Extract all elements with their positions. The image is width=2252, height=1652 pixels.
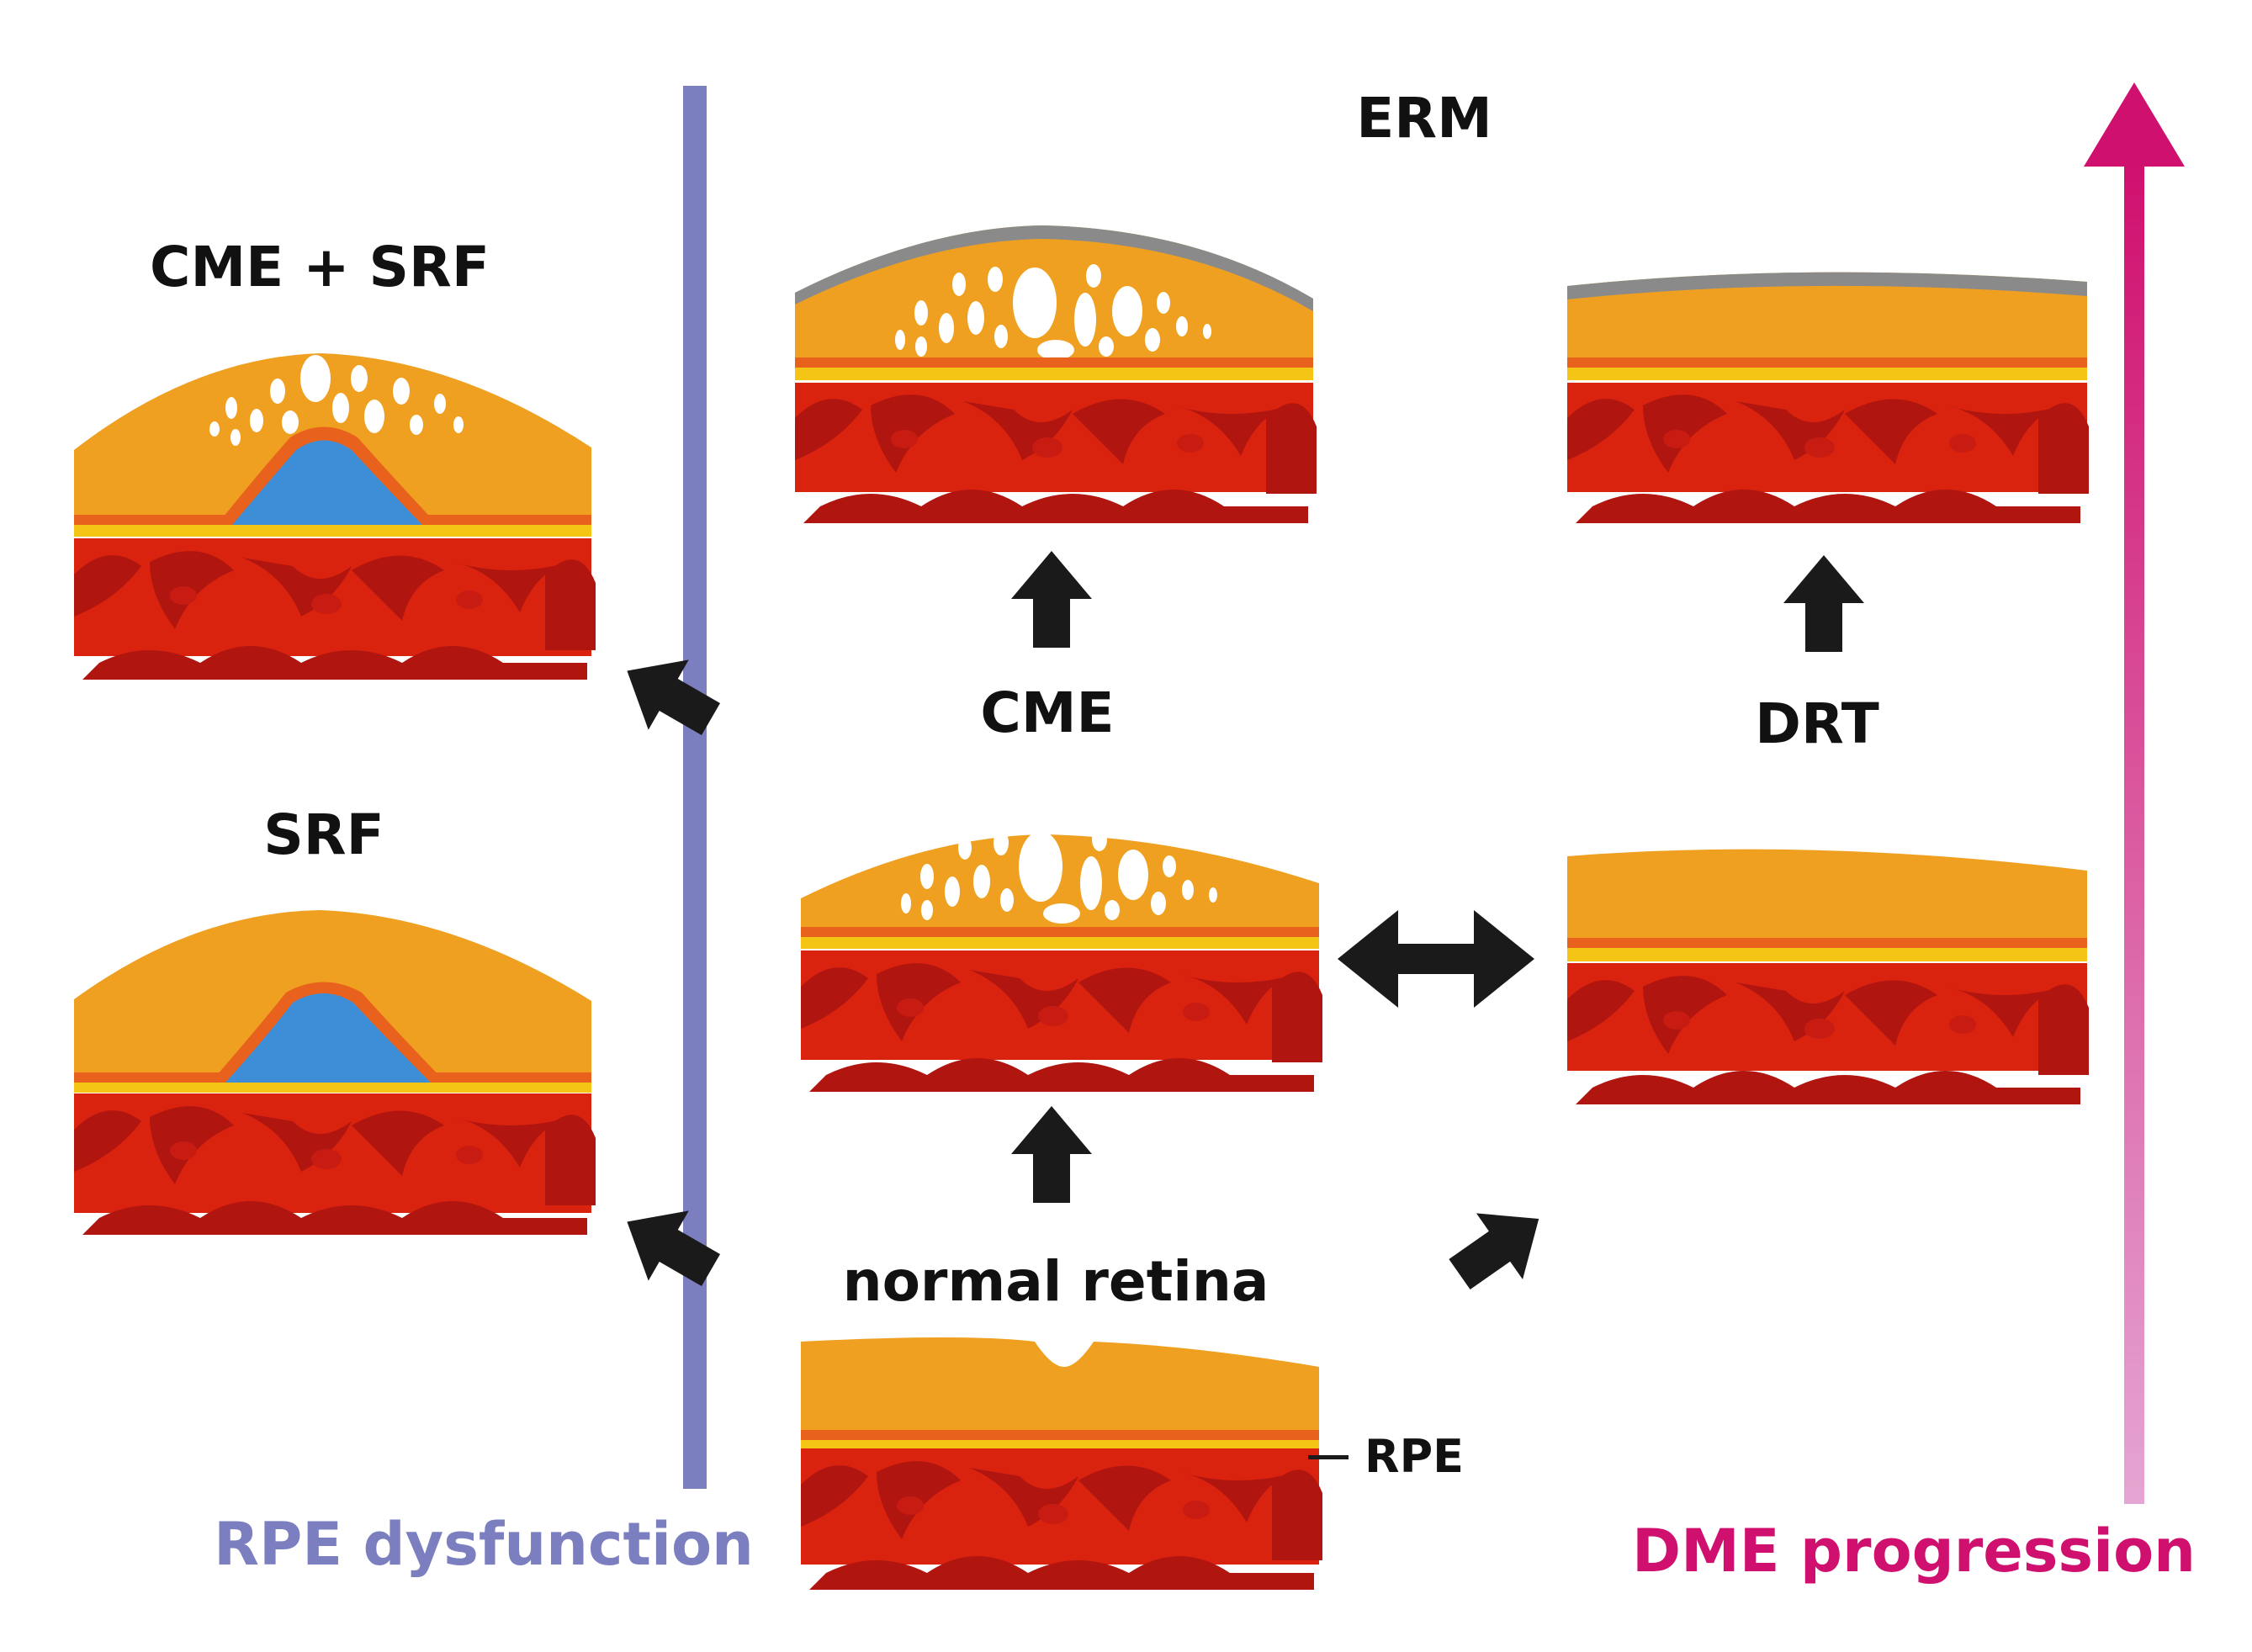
- dme-progression-axis: [2084, 82, 2185, 1504]
- arrow-normal-to-drt: [1436, 1185, 1562, 1308]
- label-cme: CME: [980, 680, 1114, 745]
- arrow-normal-to-srf: [607, 1186, 731, 1305]
- srf-panel: [74, 910, 596, 1235]
- arrow-normal-to-cme: [1011, 1106, 1092, 1203]
- cme-panel: [801, 828, 1322, 1092]
- drt-erm-panel: [1567, 272, 2089, 523]
- block-arrow-icon: [1783, 555, 1864, 652]
- label-dme-progression: DME progression: [1632, 1517, 2196, 1586]
- block-arrow-icon: [1011, 1106, 1092, 1203]
- block-arrow-icon: [607, 635, 731, 755]
- label-cme-srf: CME + SRF: [150, 235, 490, 299]
- drt-panel: [1567, 849, 2089, 1104]
- label-normal-retina: normal retina: [843, 1249, 1269, 1314]
- double-arrow-cme-drt: [1338, 910, 1534, 1008]
- label-rpe-dysfunction: RPE dysfunction: [214, 1510, 754, 1579]
- label-drt: DRT: [1755, 691, 1879, 756]
- up-arrowhead-icon: [2084, 82, 2185, 167]
- block-arrow-icon: [1436, 1185, 1562, 1308]
- block-arrow-icon: [1011, 551, 1092, 648]
- label-rpe: RPE: [1364, 1430, 1464, 1483]
- arrow-cme-to-erm: [1011, 551, 1092, 648]
- label-erm: ERM: [1356, 86, 1492, 151]
- cme-srf-panel: [74, 353, 596, 680]
- label-srf: SRF: [263, 802, 384, 867]
- arrow-cme-to-cme-srf: [607, 635, 731, 755]
- double-arrow-icon: [1338, 910, 1534, 1008]
- erm-panel: [795, 225, 1317, 523]
- arrow-drt-to-drt-erm: [1783, 555, 1864, 652]
- normal-retina-panel: [801, 1337, 1322, 1590]
- rpe-pointer-line: [1308, 1455, 1349, 1459]
- block-arrow-icon: [607, 1186, 731, 1305]
